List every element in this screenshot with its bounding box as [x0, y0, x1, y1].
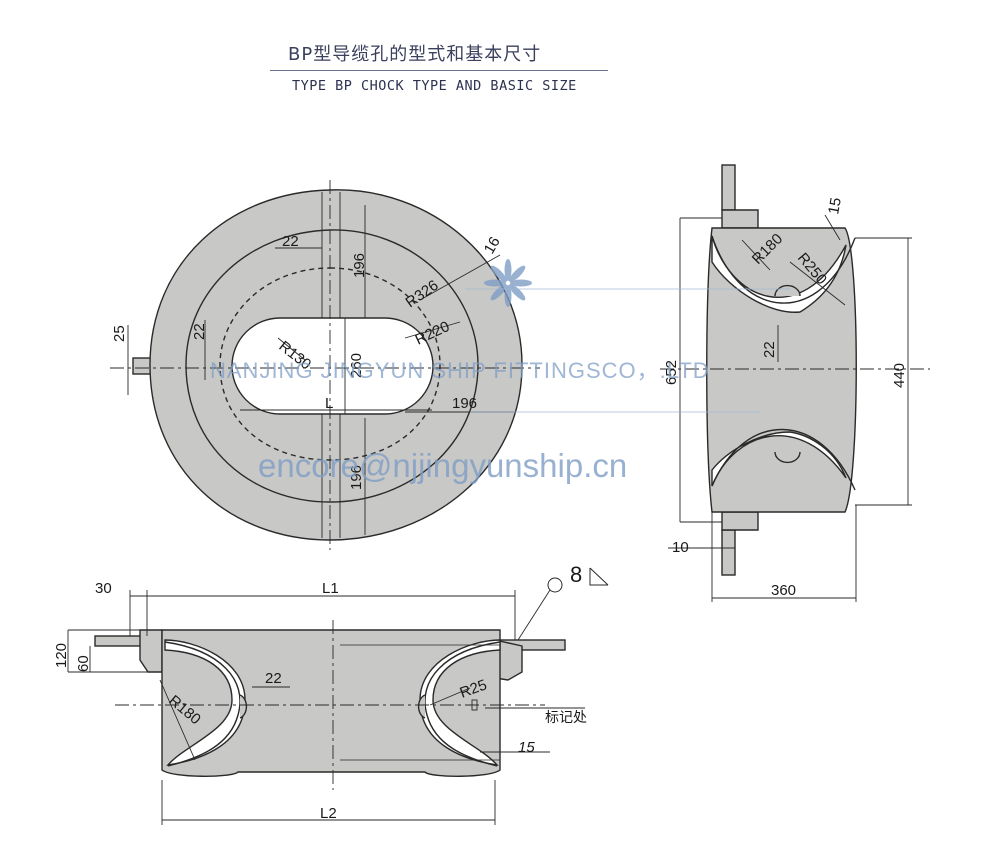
- mark-location-label: 标记处: [545, 710, 587, 726]
- front-dim-22: 22: [265, 670, 282, 687]
- front-dim-l1: L1: [322, 580, 339, 597]
- top-dim-260: 260: [348, 353, 365, 378]
- weld-size-8: 8: [570, 562, 582, 587]
- front-dim-60: 60: [75, 655, 92, 672]
- watermark-email: encore@njjingyunship.cn: [258, 447, 627, 484]
- title-rule: [270, 70, 608, 71]
- top-dim-22-left: 22: [191, 323, 208, 340]
- side-dim-10: 10: [672, 539, 689, 556]
- top-inner-contour: [185, 229, 479, 503]
- front-dim-120: 120: [53, 643, 70, 668]
- top-dim-16: 16: [481, 234, 504, 257]
- top-dim-22: 22: [282, 233, 299, 250]
- top-dim-196-upper: 196: [351, 253, 368, 278]
- front-dim-l2: L2: [320, 805, 337, 822]
- front-body: [161, 629, 501, 777]
- side-view: [660, 164, 930, 602]
- top-dim-196-right: 196: [452, 395, 477, 412]
- side-dim-22: 22: [761, 341, 778, 358]
- title-chinese: BP型导缆孔的型式和基本尺寸: [288, 44, 542, 65]
- front-dim-15: 15: [518, 739, 535, 756]
- top-dim-25: 25: [111, 325, 128, 342]
- top-view: [110, 180, 540, 550]
- top-dim-l: L: [325, 395, 333, 412]
- title-english: TYPE BP CHOCK TYPE AND BASIC SIZE: [292, 78, 577, 94]
- watermark: NANJING JINGYUN SHIP FITTINGSCO，.LTD enc…: [210, 259, 790, 484]
- side-dim-652: 652: [663, 360, 680, 385]
- side-dim-360: 360: [771, 582, 796, 599]
- side-dim-440: 440: [891, 363, 908, 388]
- front-view: [67, 567, 609, 825]
- side-dim-15: 15: [825, 196, 845, 215]
- front-dim-30: 30: [95, 580, 112, 597]
- watermark-company: NANJING JINGYUN SHIP FITTINGSCO，.LTD: [210, 358, 710, 383]
- top-dim-196-lower: 196: [348, 465, 365, 490]
- side-body: [706, 227, 857, 513]
- watermark-flower-icon: [484, 259, 532, 307]
